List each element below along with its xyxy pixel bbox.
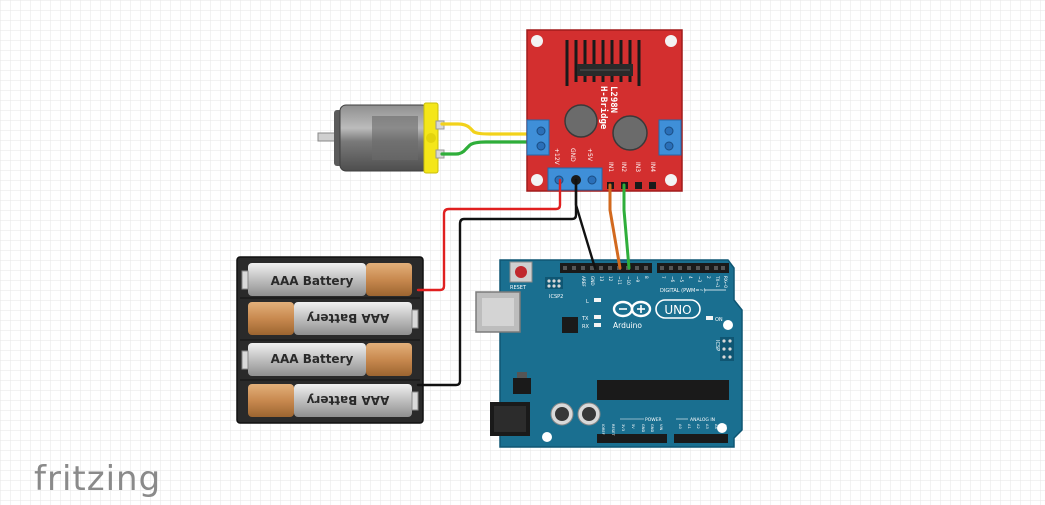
pin-label-4: 4 xyxy=(688,276,693,279)
analog-pin-a1: A1 xyxy=(687,424,691,429)
battery-cell-2-label: AAA Battery xyxy=(307,311,390,325)
hbridge-module[interactable]: L298N H-Bridge +12V GND +5V IN1 IN2 IN3 xyxy=(526,29,683,192)
led-tx-label: TX xyxy=(581,316,589,322)
analog-pin-a3: A3 xyxy=(705,424,709,429)
wire-signal-green[interactable] xyxy=(622,183,631,270)
led-l xyxy=(594,298,601,302)
analog-label: ANALOG IN xyxy=(690,417,715,423)
wire-motor-green[interactable] xyxy=(440,140,536,156)
pin-label-2: 2 xyxy=(706,276,711,279)
terminal-motor-b[interactable] xyxy=(658,119,682,156)
power-pin-gnd2: GND xyxy=(650,424,654,432)
atmega-chip xyxy=(597,380,729,400)
pin-label-gnd: GND xyxy=(590,276,595,286)
battery-cell-2: AAA Battery xyxy=(248,302,419,335)
led-on xyxy=(706,316,713,320)
battery-cell-4: AAA Battery xyxy=(248,384,419,417)
power-header[interactable] xyxy=(597,434,667,443)
wire-power-red[interactable] xyxy=(416,178,562,292)
wire-ground-black-arduino[interactable] xyxy=(574,178,597,270)
label-in2: IN2 xyxy=(620,162,627,172)
wire-ground-black-battery[interactable] xyxy=(416,178,578,387)
battery-cell-3: AAA Battery xyxy=(241,343,412,376)
analog-header[interactable] xyxy=(674,434,728,443)
power-pin-3v3: 3V3 xyxy=(621,424,625,431)
power-pin-gnd1: GND xyxy=(641,424,645,432)
power-pin-reset: RESET xyxy=(611,424,615,436)
capacitor-2 xyxy=(612,115,648,151)
power-pin-vin: VIN xyxy=(659,424,663,431)
power-pin-ioref: IOREF xyxy=(601,424,605,435)
capacitor-1 xyxy=(564,104,598,138)
analog-pin-a5: A5 xyxy=(723,424,727,429)
hbridge-subtitle: H-Bridge xyxy=(598,86,609,130)
pin-label-7: 7 xyxy=(661,276,666,279)
label-in3: IN3 xyxy=(634,162,641,172)
pin-label-3: ~3 xyxy=(697,276,702,283)
analog-pin-a4: A4 xyxy=(714,424,718,429)
arduino-logo xyxy=(612,300,652,318)
icsp-header[interactable] xyxy=(720,337,734,361)
dc-motor[interactable] xyxy=(317,102,445,174)
led-rx-label: RX xyxy=(582,324,589,330)
voltage-regulator xyxy=(513,378,531,394)
led-on-label: ON xyxy=(715,317,723,323)
battery-cell-1-label: AAA Battery xyxy=(271,274,354,288)
led-l-label: L xyxy=(586,299,589,305)
digital-header-right[interactable] xyxy=(657,263,729,273)
digital-header-left[interactable] xyxy=(560,263,652,273)
digital-label: DIGITAL (PWM=~) xyxy=(660,288,706,294)
icsp2-header[interactable] xyxy=(545,277,563,289)
uno-badge xyxy=(655,299,701,319)
label-12v: +12V xyxy=(553,148,560,166)
power-pin-5v: 5V xyxy=(631,424,635,429)
arduino-uno[interactable]: RESET ICSP2 AREF GND 13 12 ~11 ~10 ~9 8 … xyxy=(475,259,743,448)
fritzing-logo: fritzing xyxy=(34,459,161,499)
pin-label-9: ~9 xyxy=(635,276,640,283)
battery-cell-1: AAA Battery xyxy=(241,263,412,296)
wire-signal-orange[interactable] xyxy=(608,183,622,270)
pin-label-11: ~11 xyxy=(617,276,622,285)
arduino-brand: Arduino xyxy=(613,321,642,330)
led-rx xyxy=(594,323,601,327)
label-gnd: GND xyxy=(569,148,576,162)
pin-label-10: ~10 xyxy=(626,276,631,285)
analog-pin-a2: A2 xyxy=(696,424,700,429)
battery-cell-3-label: AAA Battery xyxy=(271,352,354,366)
icsp-label: ICSP xyxy=(714,340,720,351)
label-in1: IN1 xyxy=(607,162,614,172)
arduino-model: UNO xyxy=(664,303,691,317)
pin-label-5: ~5 xyxy=(679,276,684,283)
reset-label: RESET xyxy=(510,285,527,291)
pin-label-1: TX→1 xyxy=(715,275,720,288)
terminal-motor-a[interactable] xyxy=(526,119,550,156)
pin-label-aref: AREF xyxy=(581,276,586,287)
terminal-power[interactable] xyxy=(547,167,603,191)
icsp2-label: ICSP2 xyxy=(549,294,563,300)
power-label: POWER xyxy=(645,417,662,423)
battery-holder[interactable] xyxy=(236,256,424,424)
wire-motor-yellow[interactable] xyxy=(440,122,536,136)
led-tx xyxy=(594,315,601,319)
reset-button[interactable] xyxy=(509,261,533,283)
pin-label-6: ~6 xyxy=(670,276,675,283)
pin-label-0: RX←0 xyxy=(723,276,728,288)
battery-cell-4-label: AAA Battery xyxy=(307,393,390,407)
label-in4: IN4 xyxy=(649,162,656,172)
label-5v: +5V xyxy=(586,148,593,162)
analog-pin-a0: A0 xyxy=(678,424,682,429)
pin-label-12: 12 xyxy=(608,276,613,282)
hbridge-title: L298N xyxy=(608,86,618,113)
pin-label-8: 8 xyxy=(644,276,649,279)
pin-label-13: 13 xyxy=(599,276,604,282)
usb-chip xyxy=(562,317,578,333)
